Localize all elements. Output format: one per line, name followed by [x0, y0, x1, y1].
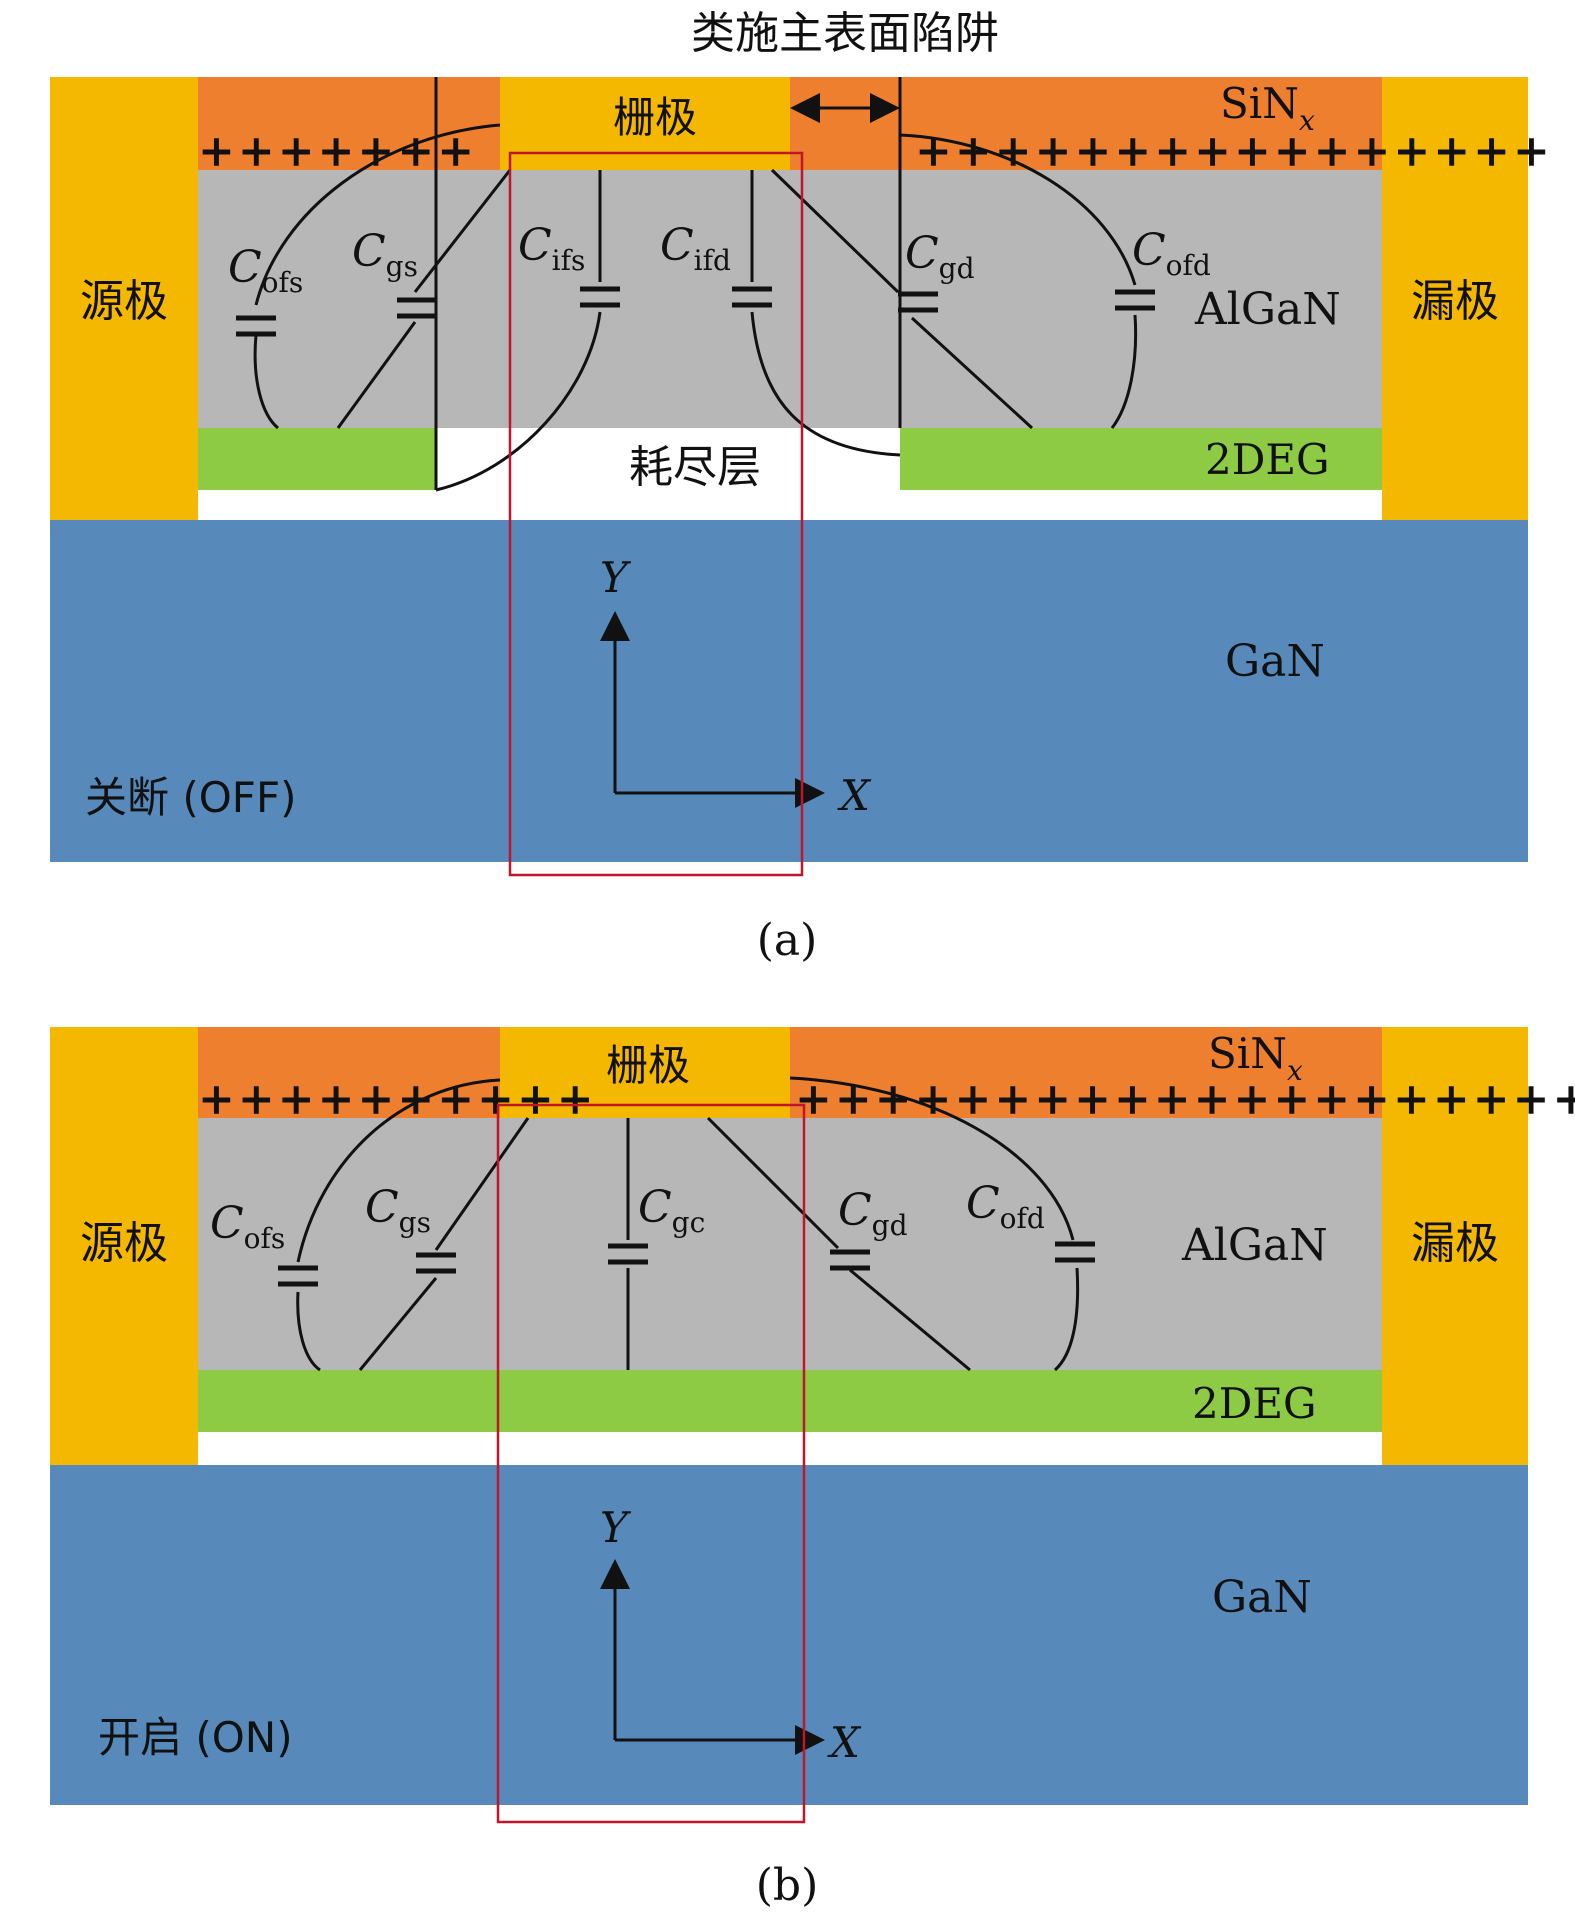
source-label: 源极 [80, 276, 168, 327]
cgs-label: Cgs [352, 226, 418, 283]
cgs-label: Cgs [365, 1182, 431, 1239]
state-label: 开启 (ON) [98, 1713, 293, 1762]
region-of-interest-frame [508, 151, 804, 877]
twodeg-label: 2DEG [1205, 435, 1330, 484]
gan-layer [50, 1465, 1528, 1805]
drain-contact [1382, 77, 1528, 520]
caption-b: (b) [756, 1860, 819, 1911]
gate-contact [500, 77, 790, 170]
cofs-capacitor [278, 1265, 318, 1287]
top-annotation: 类施主表面陷阱 [691, 8, 999, 59]
cgd-wire [706, 1116, 971, 1372]
gan-label: GaN [1212, 1572, 1312, 1623]
gate-label: 栅极 [606, 1041, 690, 1090]
drain-contact [1382, 1027, 1528, 1465]
panel-b: 源极 漏极 栅极 SiNx AlGaN 2DEG GaN 开启 (ON) +++… [50, 1027, 1575, 1911]
cofd-capacitor [1055, 1241, 1095, 1263]
cgs-wire [336, 169, 512, 429]
depletion-region [436, 428, 900, 515]
panel-a: 源极 漏极 栅极 SiNx AlGaN 2DEG GaN 耗尽层 关断 (OFF… [50, 77, 1553, 966]
cofs-wire [296, 1078, 501, 1372]
gate-contact [500, 1027, 790, 1118]
cgd-label: Cgd [838, 1185, 908, 1242]
cifd-label: Cifd [660, 220, 731, 277]
caption-a: (a) [757, 915, 818, 966]
twodeg-layer [198, 1370, 1382, 1432]
gate-label: 栅极 [613, 93, 697, 142]
cofs-wire [253, 123, 501, 430]
cgd-wire [770, 168, 1034, 430]
cofd-wire [789, 1076, 1080, 1372]
gan-layer [50, 520, 1528, 862]
sin-label: SiNx [1220, 79, 1315, 137]
cgs-capacitor [397, 297, 437, 319]
cofs-label: Cofs [210, 1198, 285, 1255]
cgc-capacitor [608, 1243, 648, 1265]
cifd-wire [750, 170, 901, 457]
cifs-capacitor [580, 286, 620, 308]
y-axis-label: Y [600, 553, 632, 602]
cifs-label: Cifs [518, 220, 585, 277]
cifs-wire [435, 170, 602, 492]
cgd-capacitor [830, 1249, 870, 1271]
right-trap-charges: ++++++++++++++++++++ [795, 1074, 1575, 1125]
y-axis-label: Y [600, 1503, 632, 1552]
cifd-capacitor [732, 286, 772, 308]
left-trap-charges: +++++++ [198, 126, 477, 177]
cgs-wire [358, 1117, 530, 1371]
algan-label: AlGaN [1194, 284, 1341, 335]
gan-label: GaN [1225, 636, 1325, 687]
drain-label: 漏极 [1411, 1218, 1499, 1269]
region-of-interest-frame [496, 1103, 806, 1824]
sin-label: SiNx [1208, 1029, 1303, 1087]
state-label: 关断 (OFF) [85, 773, 297, 822]
cgs-capacitor [416, 1252, 456, 1274]
algan-label: AlGaN [1181, 1220, 1328, 1271]
cgd-capacitor [898, 291, 938, 313]
cofs-capacitor [236, 315, 276, 337]
left-trap-charges: ++++++++++ [198, 1074, 597, 1125]
algan-layer [198, 170, 1382, 428]
source-contact [50, 1027, 198, 1465]
twodeg-label: 2DEG [1192, 1379, 1317, 1428]
source-contact [50, 77, 198, 520]
cofd-label: Cofd [1132, 225, 1211, 282]
cofd-capacitor [1115, 289, 1155, 311]
cofd-wire [899, 133, 1138, 429]
drain-label: 漏极 [1411, 276, 1499, 327]
x-axis-label: X [837, 771, 872, 820]
cgd-label: Cgd [905, 228, 975, 285]
cofs-label: Cofs [228, 242, 303, 299]
x-axis-label: X [827, 1718, 862, 1767]
cgc-label: Cgc [638, 1182, 705, 1239]
cofd-label: Cofd [966, 1178, 1045, 1235]
source-label: 源极 [80, 1218, 168, 1269]
right-trap-charges: ++++++++++++++++ [915, 126, 1553, 177]
depletion-label: 耗尽层 [629, 442, 761, 493]
